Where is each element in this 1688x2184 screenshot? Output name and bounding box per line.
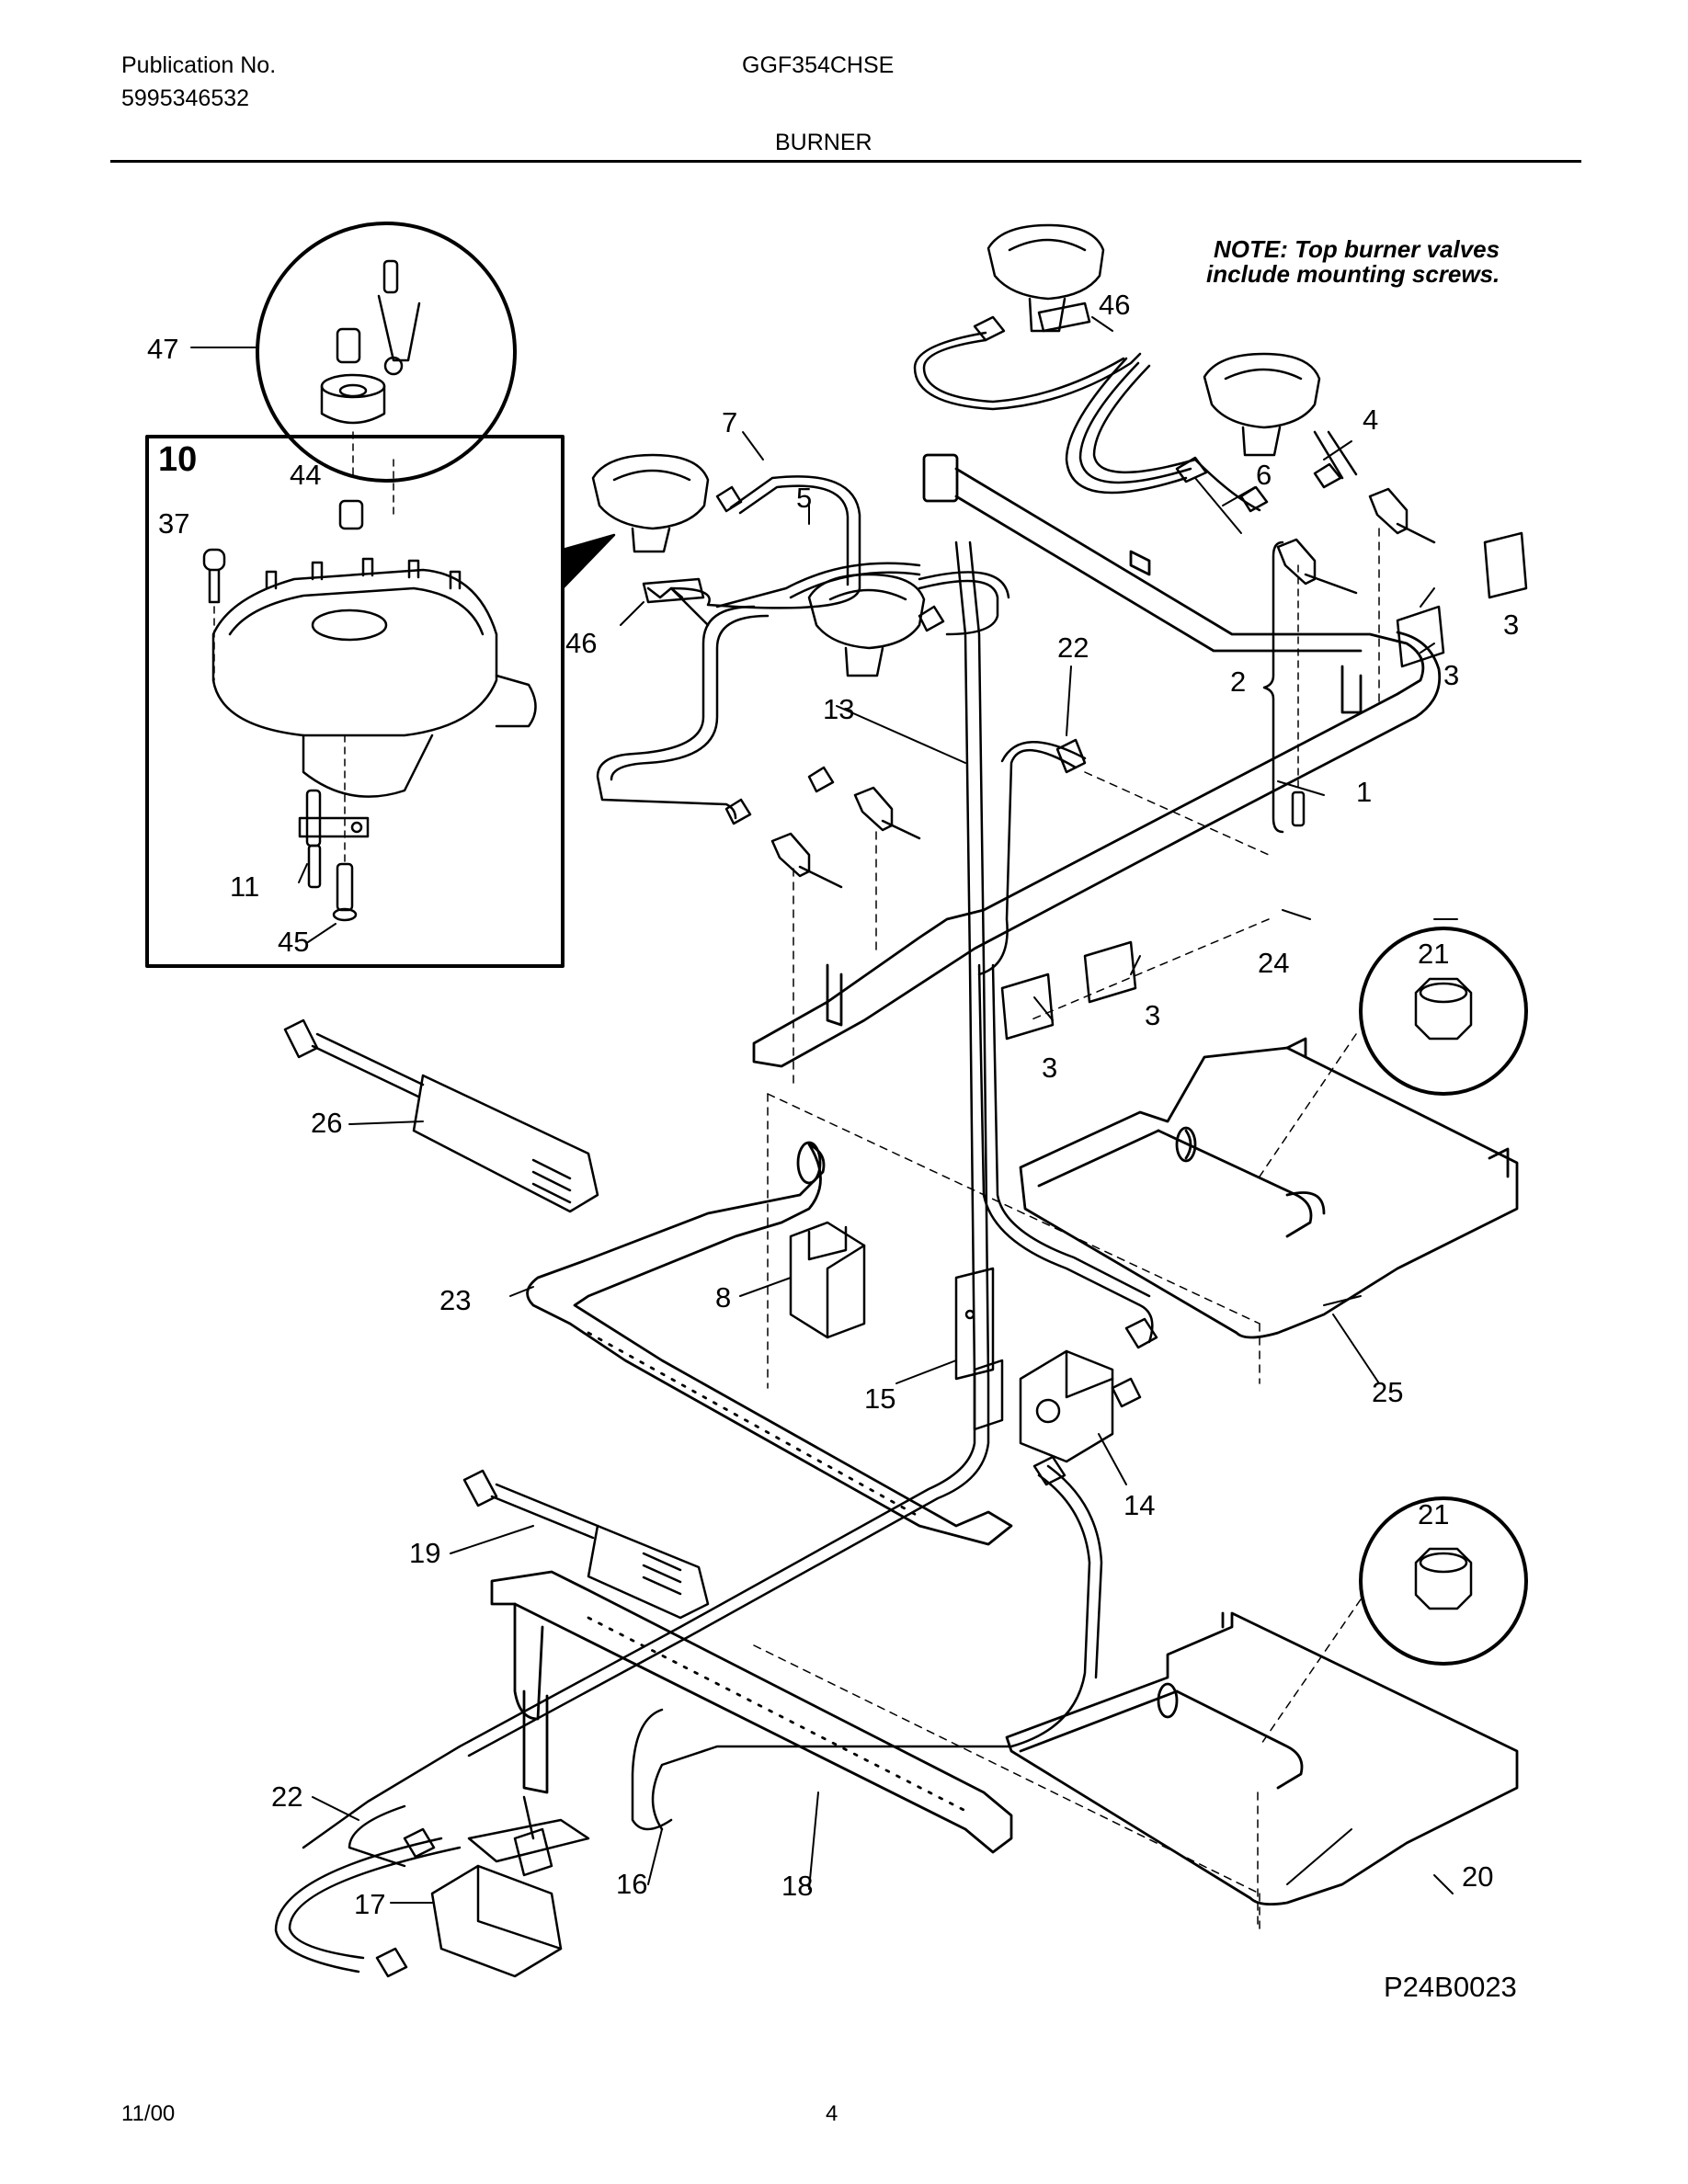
alignment-lines	[753, 528, 1380, 1931]
section-title: BURNER	[775, 130, 873, 155]
callout-23: 23	[439, 1284, 471, 1316]
publication-number: 5995346532	[121, 85, 250, 111]
broil-burner-18	[490, 1570, 1013, 1854]
callout-3-right: 3	[1443, 659, 1459, 691]
callout-3-center: 3	[1145, 999, 1160, 1031]
callout-22-upper: 22	[1057, 631, 1089, 664]
callout-46-top: 46	[1099, 289, 1130, 321]
valve-fittings	[715, 315, 1436, 889]
callout-24: 24	[1258, 947, 1289, 979]
manifold-pipe	[752, 453, 1442, 1068]
callout-19: 19	[409, 1537, 440, 1569]
pipe-13	[302, 540, 1158, 1849]
nut-circle-upper	[1359, 927, 1528, 1096]
mounting-brackets	[642, 301, 1528, 1041]
callout-46-left: 46	[565, 627, 597, 659]
note-line-2: include mounting screws.	[1206, 260, 1500, 288]
oven-burner-23	[526, 1141, 1013, 1546]
callout-22-lower: 22	[271, 1780, 302, 1813]
pipe-22-upper	[977, 738, 1087, 976]
pipes-lower	[274, 1455, 1103, 1978]
callout-45: 45	[278, 926, 309, 958]
callout-16: 16	[616, 1868, 647, 1900]
burner-shield-20	[1005, 1611, 1519, 1906]
part-8-block	[789, 1221, 866, 1339]
gas-tubes	[596, 331, 1358, 820]
note-line-1: NOTE: Top burner valves	[1214, 235, 1500, 263]
callout-4: 4	[1363, 404, 1378, 436]
callout-37: 37	[158, 507, 189, 540]
page-number: 4	[826, 2101, 838, 2126]
publication-label: Publication No.	[121, 52, 277, 78]
valve-14	[1019, 1349, 1142, 1463]
callout-26: 26	[311, 1107, 342, 1139]
header-rule	[110, 160, 1581, 163]
callout-8: 8	[715, 1281, 731, 1314]
callout-7: 7	[722, 406, 737, 438]
callout-21-upper: 21	[1418, 938, 1449, 970]
callout-44: 44	[290, 459, 321, 491]
model-number: GGF354CHSE	[742, 52, 895, 78]
callout-17: 17	[354, 1888, 385, 1920]
callout-21-lower: 21	[1418, 1498, 1449, 1530]
inset-circle-47	[256, 222, 517, 516]
callout-13: 13	[823, 693, 854, 725]
footer-date: 11/00	[121, 2101, 176, 2126]
callout-14: 14	[1123, 1489, 1155, 1521]
callout-25: 25	[1372, 1376, 1403, 1408]
igniter-19	[462, 1469, 710, 1620]
callout-11: 11	[230, 870, 259, 903]
callout-15: 15	[864, 1382, 895, 1415]
screw-group-2	[1262, 540, 1306, 834]
top-burner-heads	[591, 223, 1321, 677]
nut-circle-lower	[1359, 1496, 1528, 1666]
burner-shield-25	[1019, 1037, 1519, 1339]
callout-leaders	[190, 316, 1458, 1904]
callout-47: 47	[147, 333, 178, 365]
callout-20: 20	[1462, 1860, 1493, 1893]
callout-18: 18	[781, 1870, 813, 1902]
callout-3-right-top: 3	[1503, 609, 1519, 641]
diagram-reference: P24B0023	[1384, 1971, 1517, 2003]
callout-2: 2	[1230, 665, 1246, 698]
inset-pointer	[561, 533, 616, 590]
callout-6: 6	[1256, 459, 1272, 491]
bracket-15	[954, 1267, 1004, 1431]
valve-17	[430, 1795, 590, 1978]
callout-1: 1	[1356, 776, 1372, 808]
callout-3-lower: 3	[1042, 1052, 1057, 1084]
callout-5: 5	[796, 482, 812, 514]
inset-number: 10	[158, 440, 197, 479]
inset-box-burner-base	[145, 435, 565, 968]
